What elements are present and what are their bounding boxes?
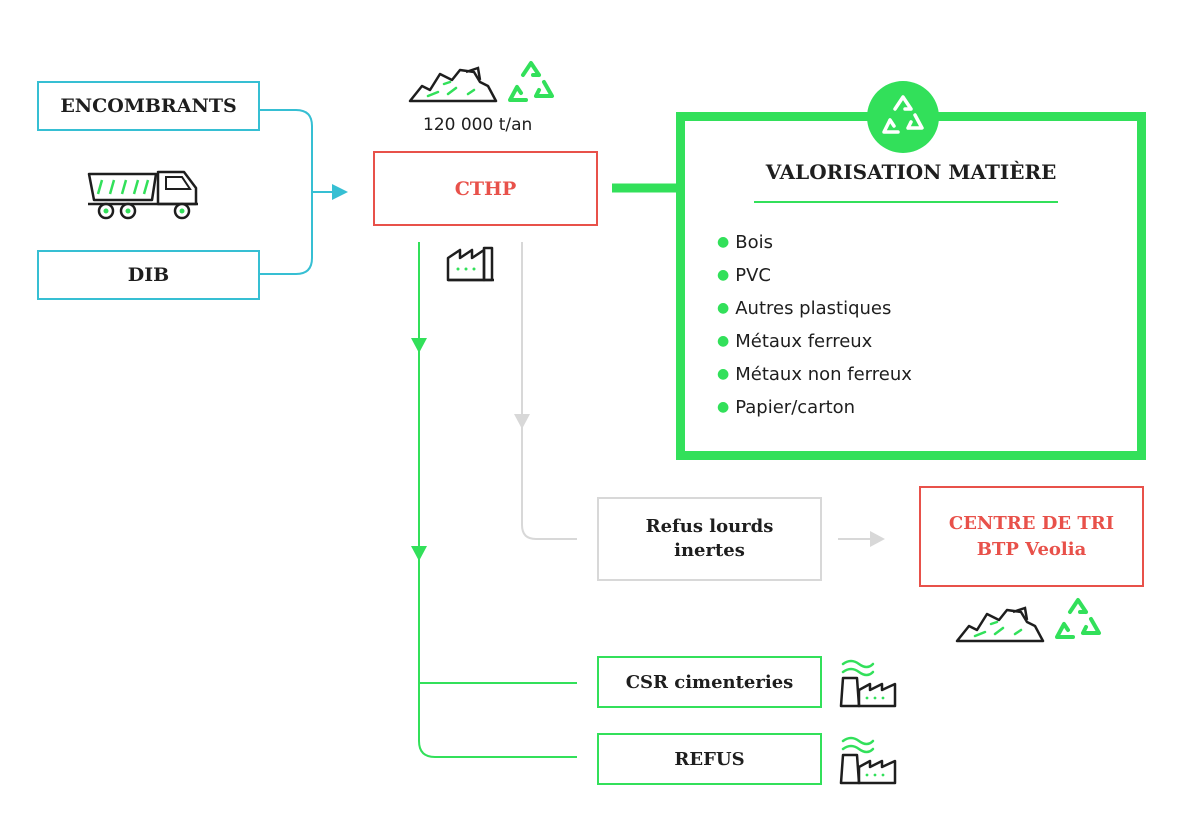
cthp-label: CTHP (454, 177, 517, 200)
valorisation-list: ●Bois ●PVC ●Autres plastiques ●Métaux fe… (717, 230, 912, 428)
input-bracket-connector (260, 109, 313, 275)
dib-label: DIB (127, 264, 170, 286)
list-item: ●Papier/carton (717, 397, 856, 418)
smokestack-factory-icon (839, 736, 897, 785)
flow-arrow-1 (411, 338, 427, 353)
input-to-cthp-arrow (332, 184, 348, 200)
list-item: ●Autres plastiques (717, 298, 892, 319)
list-item: ●Métaux ferreux (717, 331, 873, 352)
dump-truck-icon (87, 170, 198, 220)
valorisation-recycle-icon (867, 81, 939, 153)
grey-flow-arrow (514, 414, 530, 429)
encombrants-label: ENCOMBRANTS (60, 95, 237, 117)
refus-lourds-line1: Refus lourds (645, 516, 774, 537)
refus-label: REFUS (674, 748, 745, 770)
refus-to-centre-arrow (870, 531, 885, 547)
centre-tri-line2: BTP Veolia (976, 538, 1087, 560)
list-item: ●PVC (717, 265, 771, 286)
refus-lourds-connector (521, 242, 577, 540)
dib-box: DIB (37, 250, 260, 300)
encombrants-box: ENCOMBRANTS (37, 81, 260, 131)
cthp-box: CTHP (373, 151, 598, 226)
recycle-icon (508, 61, 554, 102)
flow-arrow-2 (411, 546, 427, 561)
recycle-icon (1055, 598, 1101, 639)
csr-box: CSR cimenteries (597, 656, 822, 708)
main-output-connector (418, 242, 577, 758)
smokestack-factory-icon (839, 659, 897, 708)
capacity-label: 120 000 t/an (423, 115, 533, 135)
valorisation-title-underline (754, 201, 1058, 203)
waste-pile-icon (955, 606, 1045, 643)
valorisation-title: VALORISATION MATIÈRE (765, 160, 1057, 184)
list-item: ●Métaux non ferreux (717, 364, 912, 385)
refus-lourds-line2: inertes (674, 540, 745, 561)
centre-tri-line1: CENTRE DE TRI (948, 512, 1115, 534)
list-item: ●Bois (717, 232, 773, 253)
waste-pile-icon (408, 66, 498, 103)
factory-icon (446, 246, 494, 282)
refus-lourds-box: Refus lourds inertes (597, 497, 822, 581)
centre-tri-box: CENTRE DE TRI BTP Veolia (919, 486, 1144, 587)
refus-box: REFUS (597, 733, 822, 785)
csr-label: CSR cimenteries (625, 671, 794, 693)
